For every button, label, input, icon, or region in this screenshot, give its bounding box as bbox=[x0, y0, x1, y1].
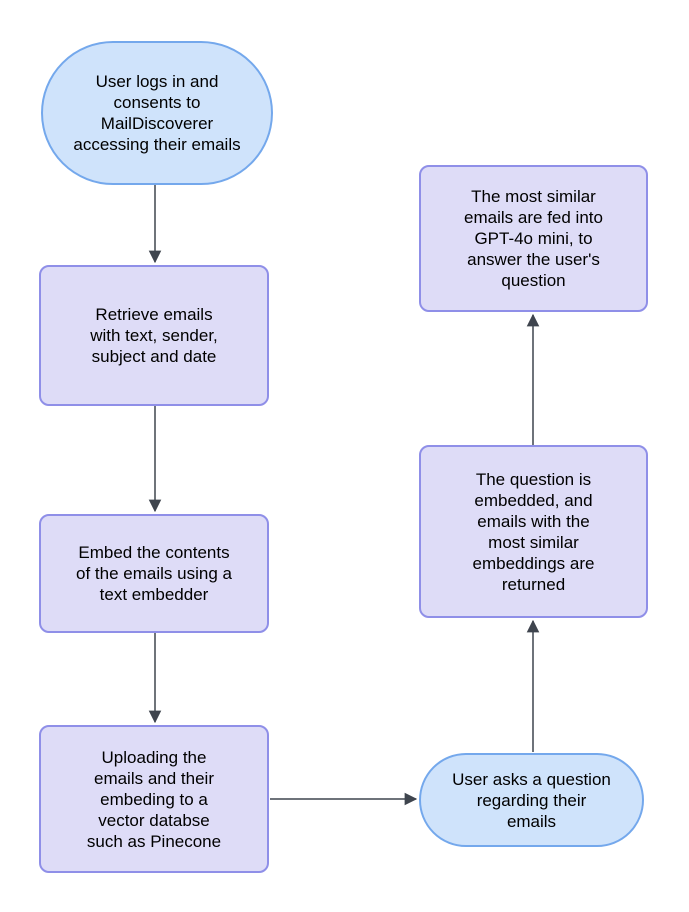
node-retrieve-emails: Retrieve emails with text, sender, subje… bbox=[39, 265, 269, 406]
node-question-embedded: The question is embedded, and emails wit… bbox=[419, 445, 648, 618]
node-upload-vector-db: Uploading the emails and their embeding … bbox=[39, 725, 269, 873]
node-user-login: User logs in and consents to MailDiscove… bbox=[41, 41, 273, 185]
node-embed-contents: Embed the contents of the emails using a… bbox=[39, 514, 269, 633]
node-upload-vector-db-label: Uploading the emails and their embeding … bbox=[86, 747, 222, 851]
node-user-question: User asks a question regarding their ema… bbox=[419, 753, 644, 847]
node-user-login-label: User logs in and consents to MailDiscove… bbox=[73, 72, 241, 154]
node-retrieve-emails-label: Retrieve emails with text, sender, subje… bbox=[90, 305, 218, 366]
node-embed-contents-label: Embed the contents of the emails using a… bbox=[76, 543, 232, 604]
node-gpt-answer: The most similar emails are fed into GPT… bbox=[419, 165, 648, 312]
node-gpt-answer-label: The most similar emails are fed into GPT… bbox=[464, 187, 603, 290]
node-user-question-label: User asks a question regarding their ema… bbox=[452, 769, 611, 831]
node-question-embedded-label: The question is embedded, and emails wit… bbox=[472, 469, 595, 594]
